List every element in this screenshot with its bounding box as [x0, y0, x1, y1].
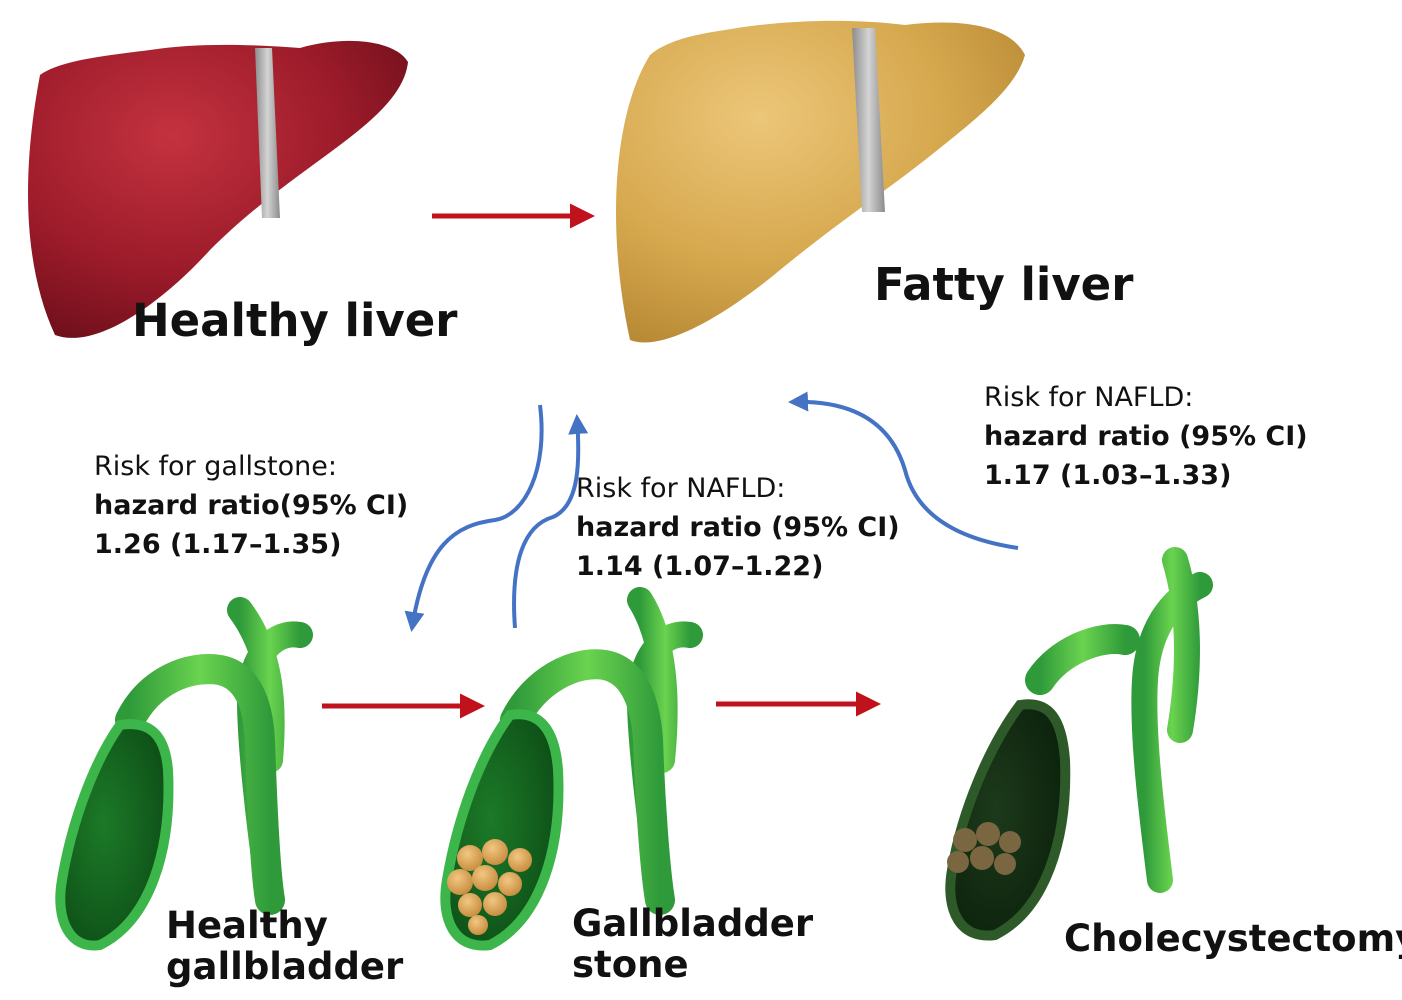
nafld-risk-chole-label: Risk for NAFLD:	[984, 382, 1194, 413]
cholecystectomy-illustration	[945, 547, 1213, 941]
nafld-risk-stone-annotation: Risk for NAFLD: hazard ratio (95% CI) 1.…	[576, 469, 900, 586]
fatty-liver-label: Fatty liver	[874, 258, 1134, 311]
gallbladder-stone-illustration	[440, 587, 703, 951]
nafld-risk-chole-annotation: Risk for NAFLD: hazard ratio (95% CI) 1.…	[984, 378, 1308, 495]
healthy-gallbladder-illustration	[55, 597, 313, 951]
nafld-risk-stone-label: Risk for NAFLD:	[576, 473, 786, 504]
gallstone-risk-value: 1.26 (1.17–1.35)	[94, 529, 342, 561]
arrow-cholecystectomy-to-nafld	[788, 391, 1019, 550]
nafld-risk-chole-metric: hazard ratio (95% CI)	[984, 421, 1308, 453]
fatty-liver-illustration	[616, 20, 1025, 343]
arrow-gallstone-to-nafld	[512, 414, 589, 629]
cholecystectomy-label: Cholecystectomy	[1064, 917, 1402, 960]
gallbladder-stone-label: Gallbladder stone	[572, 902, 814, 987]
risk-arrows	[404, 391, 1019, 632]
healthy-liver-label: Healthy liver	[132, 294, 458, 347]
gallstone-risk-label: Risk for gallstone:	[94, 451, 337, 482]
healthy-gallbladder-label: Healthy gallbladder	[166, 904, 404, 989]
healthy-liver-illustration	[28, 40, 408, 338]
gallstone-risk-metric: hazard ratio(95% CI)	[94, 490, 409, 522]
nafld-risk-stone-metric: hazard ratio (95% CI)	[576, 512, 900, 544]
progression-arrows	[322, 203, 881, 719]
nafld-risk-chole-value: 1.17 (1.03–1.33)	[984, 460, 1232, 492]
remnant-stones	[947, 822, 1021, 875]
nafld-risk-stone-value: 1.14 (1.07–1.22)	[576, 551, 824, 583]
gallstone-risk-annotation: Risk for gallstone: hazard ratio(95% CI)…	[94, 447, 408, 564]
arrow-fatty-liver-to-gallstone	[404, 404, 544, 632]
gallstones	[447, 839, 532, 935]
